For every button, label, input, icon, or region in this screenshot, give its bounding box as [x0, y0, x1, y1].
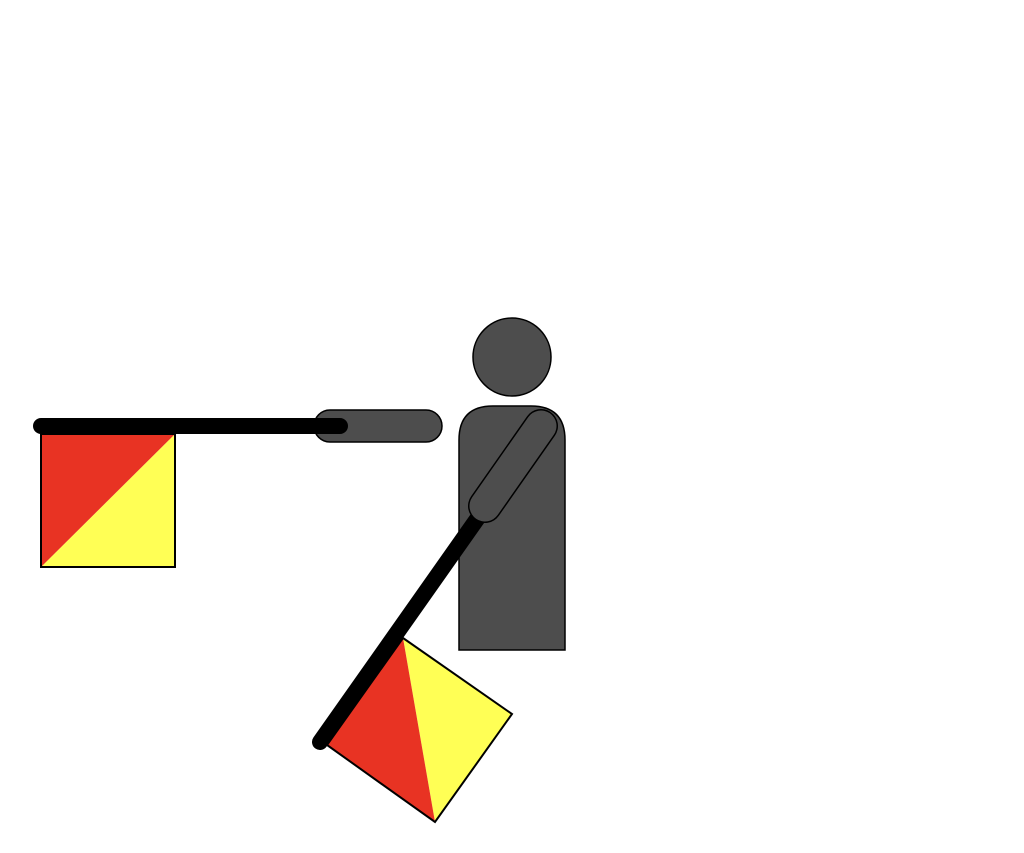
signaller-torso — [458, 405, 566, 651]
right-flag-red-half — [327, 638, 435, 822]
signaller-right-arm — [468, 409, 558, 523]
right-flag-yellow-half — [403, 638, 512, 822]
left-flag-red-half — [41, 434, 175, 567]
right-arm-fill — [469, 410, 557, 522]
right-flag-pole — [312, 504, 490, 750]
left-flag — [40, 433, 176, 568]
signaller-head — [472, 317, 552, 397]
